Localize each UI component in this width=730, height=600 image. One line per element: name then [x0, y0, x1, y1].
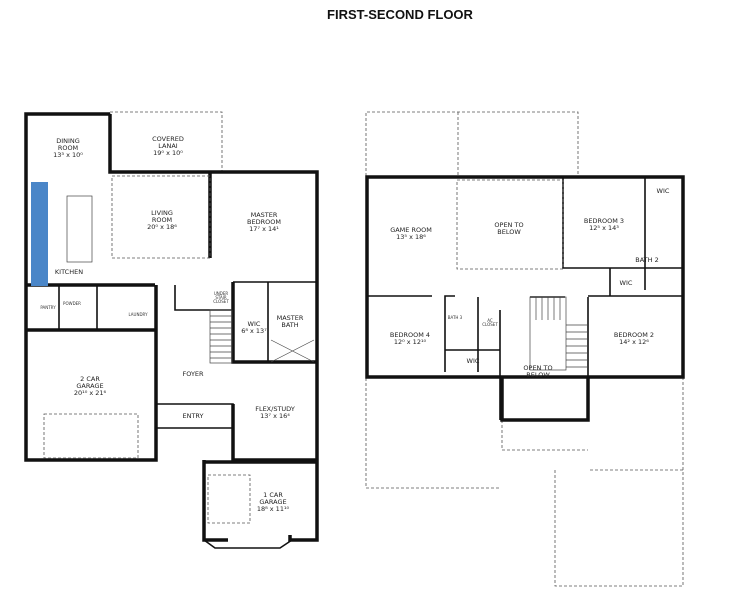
bath2-label: BATH 2: [635, 256, 658, 264]
dining-room-dim: 13³ x 10⁰: [53, 151, 83, 159]
pantry-label: PANTRY: [40, 305, 56, 310]
powder-label: POWDER: [63, 301, 81, 306]
bedroom4-label: BEDROOM 4: [390, 331, 430, 339]
master-bedroom-dim: 17⁷ x 14¹: [249, 225, 279, 233]
under-stair-closet-label: CLOSET: [213, 299, 229, 304]
wic-top-label: WIC: [657, 187, 670, 195]
open-to-below-upper-outline: [456, 179, 564, 270]
page-title: FIRST-SECOND FLOOR: [327, 7, 474, 22]
kitchen-label: KITCHEN: [55, 268, 83, 276]
wic-dim: 6⁸ x 13⁷: [241, 327, 267, 335]
open-to-below-label: OPEN TO: [494, 221, 523, 229]
kitchen-cabinets: [31, 182, 48, 286]
garage2-label: GARAGE: [76, 382, 103, 390]
garage1-label: 1 CAR: [263, 491, 283, 499]
laundry-label: LAUNDRY: [128, 312, 148, 317]
dining-room-label: DINING: [56, 137, 80, 145]
garage1-door-outline: [207, 474, 251, 524]
master-bedroom-label: MASTER: [251, 211, 278, 219]
bedroom2-dim: 14² x 12⁶: [619, 338, 649, 346]
first-floor-walls: [24, 112, 319, 542]
flex-study-label: FLEX/STUDY: [255, 405, 295, 413]
living-room-dim: 20⁰ x 18⁶: [147, 223, 177, 231]
dining-room-label: ROOM: [58, 144, 78, 152]
second-floor-walls: [365, 175, 685, 379]
lanai-label: LANAI: [158, 142, 178, 150]
bath3-label: BATH 3: [448, 315, 463, 320]
first-floor-plan: DINING ROOM 13³ x 10⁰ COVERED LANAI 19⁰ …: [24, 111, 319, 549]
stairs-first: [209, 309, 233, 364]
wic-label: WIC: [248, 320, 261, 328]
garage2-dim: 20¹⁰ x 21⁶: [74, 389, 107, 397]
wic-low-label: WIC: [467, 357, 480, 365]
master-bath-label: BATH: [281, 321, 298, 329]
flex-study-dim: 13⁷ x 16⁴: [260, 412, 290, 420]
lanai-dim: 19⁰ x 10⁰: [153, 149, 183, 157]
master-bath-label: MASTER: [277, 314, 304, 322]
wic-mid-label: WIC: [620, 279, 633, 287]
roof-outline: [365, 111, 684, 587]
second-floor-plan: GAME ROOM 13⁵ x 18⁶ OPEN TO BELOW BEDROO…: [365, 111, 685, 587]
shower-mark: [270, 339, 315, 363]
under-stair-closet-label: UNDER: [214, 291, 229, 296]
bedroom4-dim: 12⁰ x 12¹⁰: [394, 338, 427, 346]
bedroom2-label: BEDROOM 2: [614, 331, 654, 339]
garage1-dim: 18⁸ x 11¹⁰: [257, 505, 290, 513]
ac-closet-label: CLOSET: [482, 322, 498, 327]
garage1-label: GARAGE: [259, 498, 286, 506]
ac-closet-label: AC: [487, 318, 493, 323]
game-room-dim: 13⁵ x 18⁶: [396, 233, 426, 241]
game-room-label: GAME ROOM: [390, 226, 432, 234]
open-to-below-label: BELOW: [497, 228, 521, 236]
kitchen-island: [66, 195, 93, 263]
bedroom3-label: BEDROOM 3: [584, 217, 624, 225]
foyer-label: FOYER: [182, 370, 204, 378]
master-bedroom-label: BEDROOM: [247, 218, 281, 226]
stairs-second: [529, 296, 587, 371]
living-room-label: LIVING: [151, 209, 173, 217]
garage2-label: 2 CAR: [80, 375, 100, 383]
living-room-label: ROOM: [152, 216, 172, 224]
under-stair-closet-label: STAIR: [215, 295, 227, 300]
bedroom3-dim: 12⁵ x 14³: [589, 224, 619, 232]
entry-label: ENTRY: [182, 412, 203, 420]
lanai-label: COVERED: [152, 135, 184, 143]
garage-door-outline: [43, 413, 139, 459]
open-to-below-lower-label: BELOW: [526, 371, 550, 379]
open-to-below-lower-label: OPEN TO: [523, 364, 552, 372]
